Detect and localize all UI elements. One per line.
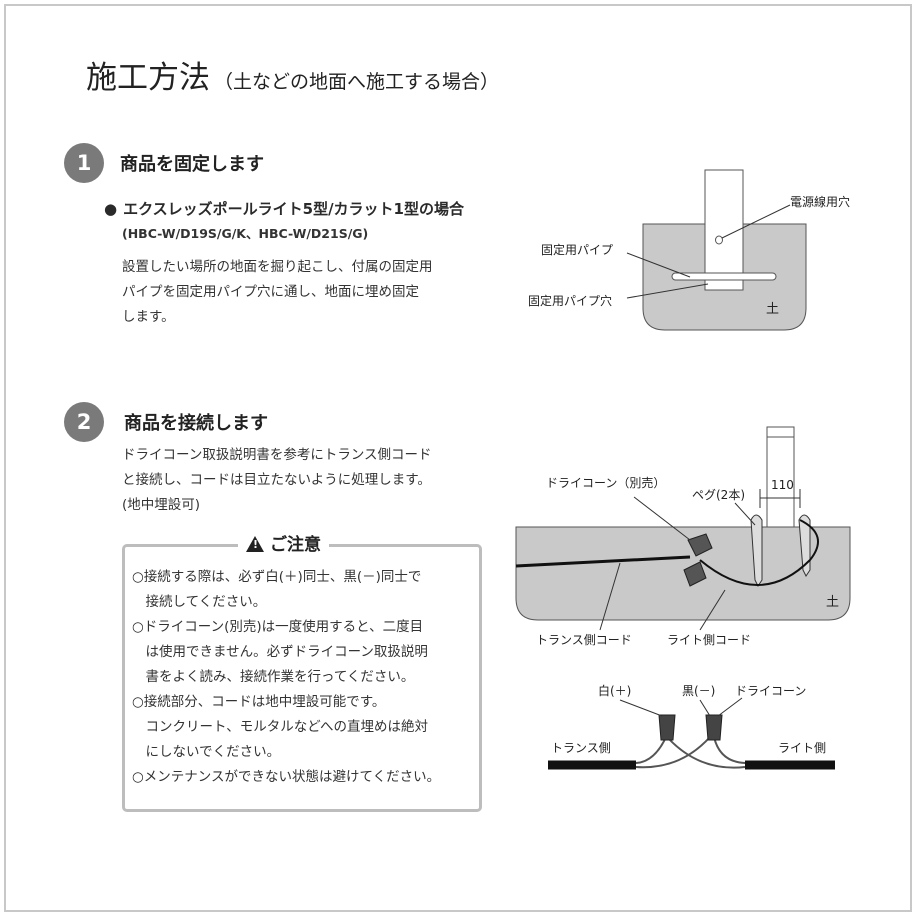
label-dimension-110: 110 <box>771 478 794 492</box>
label-power-hole: 電源線用穴 <box>790 195 851 209</box>
page-frame <box>4 4 912 912</box>
caution-item: ○接続する際は、必ず白(＋)同士、黒(－)同士で 接続してください。 <box>132 569 422 610</box>
label-pegs: ペグ(2本) <box>692 488 745 502</box>
label-white-plus: 白(＋) <box>598 684 632 698</box>
caution-list: ○接続する際は、必ず白(＋)同士、黒(－)同士で 接続してください。 ○ドライコ… <box>132 565 440 790</box>
bullet-dot: ● <box>104 200 118 218</box>
label-drycone-sold-separately: ドライコーン（別売） <box>546 476 666 490</box>
step1-case-title: ● エクスレッズポールライト5型/カラット1型の場合 <box>104 198 464 219</box>
label-transformer-cord: トランス側コード <box>536 633 632 647</box>
label-black-minus: 黒(－) <box>682 684 716 698</box>
step1-models: (HBC-W/D19S/G/K、HBC-W/D21S/G) <box>122 226 369 241</box>
label-fixing-pipe: 固定用パイプ <box>541 243 614 257</box>
label-light-cord: ライト側コード <box>667 633 752 647</box>
case-title-text: エクスレッズポールライト5型/カラット1型の場合 <box>123 200 464 218</box>
step1-heading: 商品を固定します <box>120 154 264 175</box>
step1-body: 設置したい場所の地面を掘り起こし、付属の固定用 パイプを固定用パイプ穴に通し、地… <box>122 259 433 325</box>
warning-icon <box>246 536 264 552</box>
label-drycone: ドライコーン <box>735 684 807 698</box>
step2-badge: 2 <box>64 402 104 442</box>
label-soil-1: 土 <box>766 302 780 317</box>
page-title: 施工方法（土などの地面へ施工する場合） <box>86 52 499 97</box>
step1-badge: 1 <box>64 143 104 183</box>
caution-item: ○ドライコーン(別売)は一度使用すると、二度目 は使用できません。必ずドライコー… <box>132 619 428 685</box>
step2-heading: 商品を接続します <box>124 413 268 434</box>
title-sub: （土などの地面へ施工する場合） <box>214 71 500 93</box>
caution-item: ○接続部分、コードは地中埋設可能です。 コンクリート、モルタルなどへの直埋めは絶… <box>132 694 429 760</box>
step2-body: ドライコーン取扱説明書を参考にトランス側コード と接続し、コードは目立たないよう… <box>122 447 432 513</box>
caution-title: ご注意 <box>270 535 321 555</box>
label-transformer-side: トランス側 <box>551 741 611 755</box>
caution-item: ○メンテナンスができない状態は避けてください。 <box>132 769 441 785</box>
title-main: 施工方法 <box>86 60 210 96</box>
caution-heading: ご注意 <box>238 530 329 555</box>
label-soil-2: 土 <box>826 595 840 610</box>
label-light-side: ライト側 <box>778 741 827 755</box>
label-fixing-pipe-hole: 固定用パイプ穴 <box>528 294 613 308</box>
